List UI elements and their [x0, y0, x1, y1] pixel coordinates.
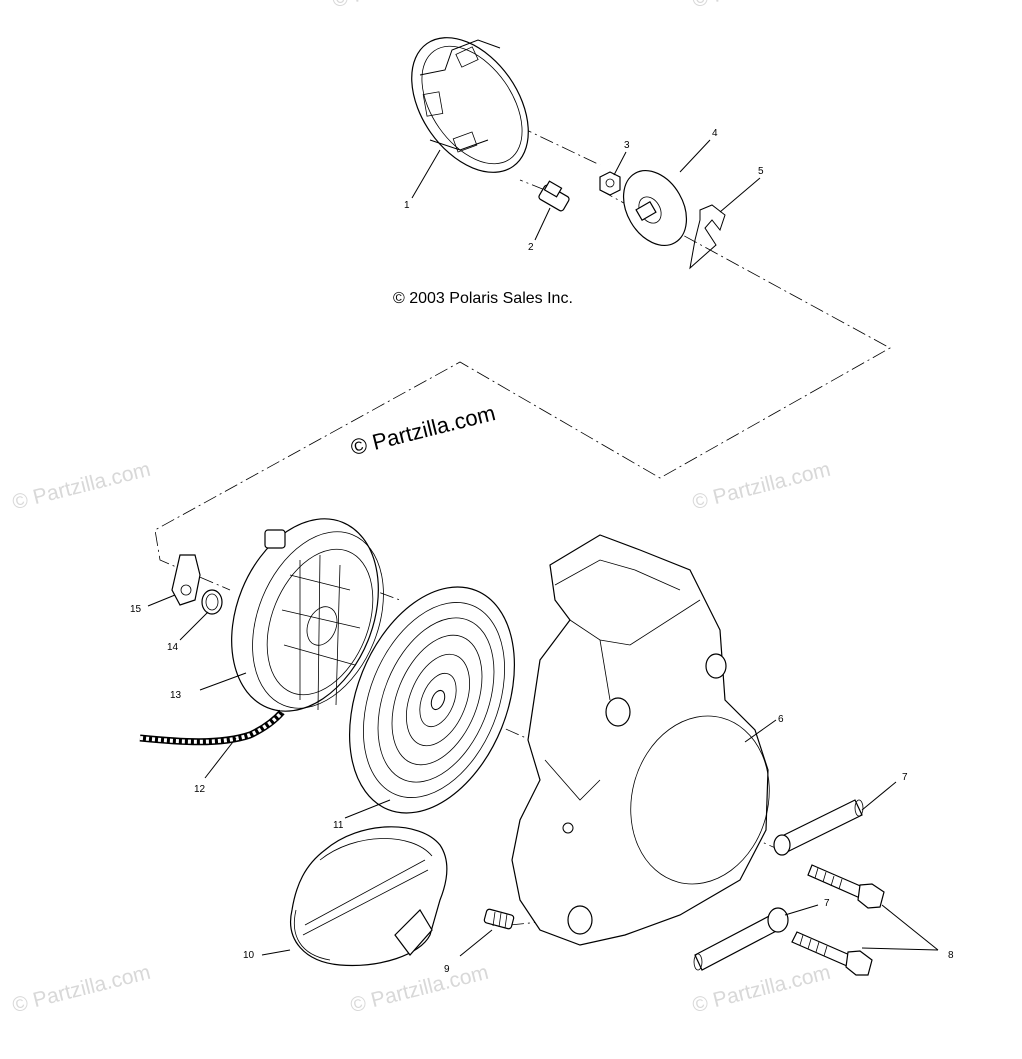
bolt	[538, 180, 570, 212]
rope-pulley	[231, 518, 384, 712]
callout-7: 7	[902, 772, 908, 783]
recoil-spring	[349, 586, 515, 814]
callout-4: 4	[712, 128, 718, 139]
pulley-disc	[622, 170, 688, 246]
housing-bolt-upper	[807, 864, 885, 909]
callout-6: 6	[778, 714, 784, 725]
spacer-upper	[773, 799, 864, 856]
callout-1: 1	[404, 200, 410, 211]
housing-bolt-lower	[791, 931, 873, 976]
callout-5: 5	[758, 166, 764, 177]
assembly-outline	[154, 84, 891, 851]
callout-15: 15	[130, 604, 142, 615]
copyright-notice: © 2003 Polaris Sales Inc.	[393, 290, 573, 307]
callout-7: 7	[824, 898, 830, 909]
spacer-lower	[693, 907, 789, 971]
pawl-spring	[201, 589, 223, 615]
nut	[599, 171, 621, 196]
callout-12: 12	[194, 784, 206, 795]
callout-3: 3	[624, 140, 630, 151]
callout-11: 11	[333, 820, 344, 831]
spring-clip	[689, 204, 726, 270]
callout-13: 13	[170, 690, 182, 701]
starter-cup	[411, 37, 529, 173]
callout-9: 9	[444, 964, 450, 975]
set-screw	[483, 908, 515, 930]
axis-line	[519, 179, 546, 191]
starter-rope	[139, 709, 285, 746]
callout-14: 14	[167, 642, 179, 653]
callout-10: 10	[243, 950, 255, 961]
starter-housing	[511, 534, 770, 946]
callout-2: 2	[528, 242, 534, 253]
callout-8: 8	[948, 950, 954, 961]
starter-handle	[290, 826, 448, 967]
pawl	[171, 554, 201, 606]
